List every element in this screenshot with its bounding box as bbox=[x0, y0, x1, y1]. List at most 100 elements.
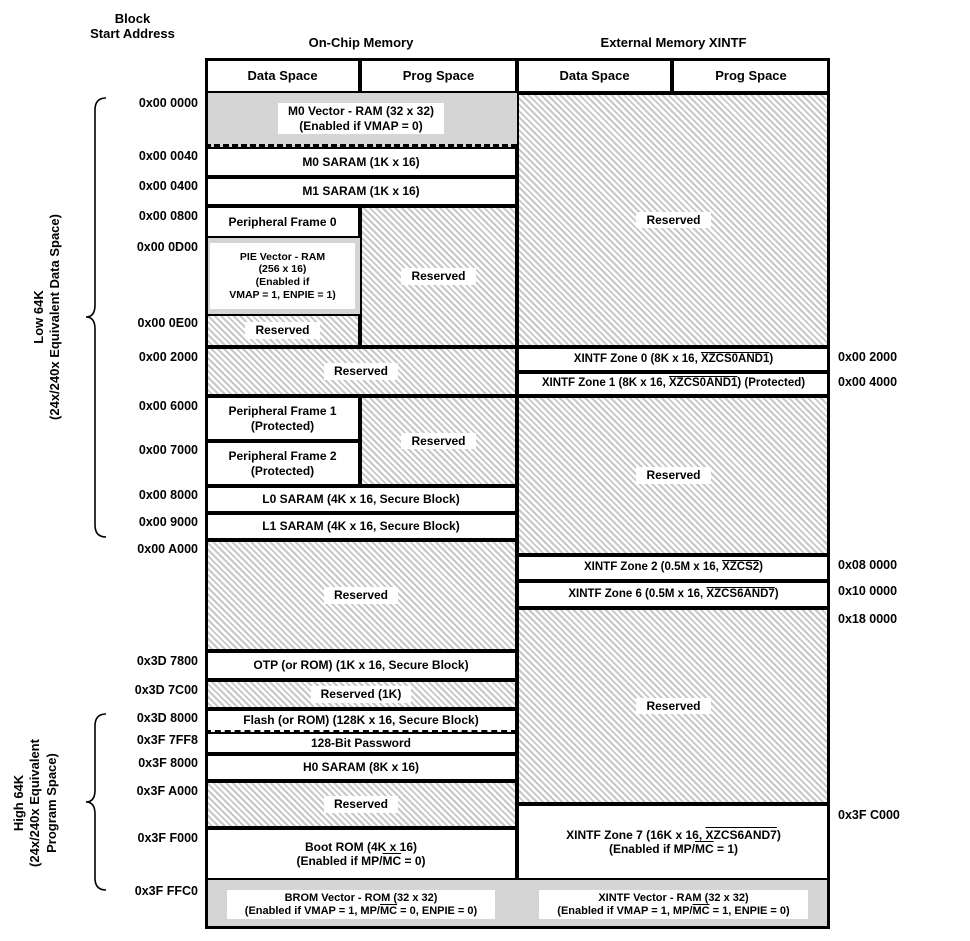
block-text-line: VMAP = 1, ENPIE = 1) bbox=[229, 288, 336, 301]
block-text-line: Reserved bbox=[646, 698, 701, 713]
block-xintf-zone-0: XINTF Zone 0 (8K x 16, XZCS0AND1) bbox=[517, 347, 830, 372]
address-left-0x00-7000: 0x00 7000 bbox=[138, 443, 198, 457]
block-xintf-vector-ram: XINTF Vector - RAM (32 x 32)(Enabled if … bbox=[517, 880, 830, 929]
block-ext-reserved-bot: Reserved bbox=[517, 608, 830, 804]
label-chip: Reserved bbox=[401, 432, 476, 450]
block-text-line: (Protected) bbox=[250, 463, 315, 478]
block-text-line: Reserved bbox=[646, 212, 701, 227]
block-text-line: XINTF Zone 0 (8K x 16, XZCS0AND1) bbox=[573, 352, 774, 365]
block-reserved-2000: Reserved bbox=[205, 347, 517, 396]
address-left-0x00-8000: 0x00 8000 bbox=[138, 488, 198, 502]
block-text-line: Peripheral Frame 1 bbox=[228, 404, 337, 419]
block-text-line: Reserved bbox=[333, 588, 389, 603]
block-text-line: Peripheral Frame 2 bbox=[228, 449, 337, 464]
block-text-line: (Enabled if MP/MC = 0) bbox=[296, 854, 426, 868]
address-left-0x00-2000: 0x00 2000 bbox=[138, 350, 198, 364]
block-text-line: OTP (or ROM) (1K x 16, Secure Block) bbox=[253, 658, 469, 673]
address-left-0x3F-A000: 0x3F A000 bbox=[136, 784, 198, 798]
block-flash-rom: Flash (or ROM) (128K x 16, Secure Block) bbox=[205, 709, 517, 732]
block-m0-saram: M0 SARAM (1K x 16) bbox=[205, 147, 517, 177]
address-right-0x00-4000: 0x00 4000 bbox=[838, 375, 898, 389]
block-reserved-prog-6000: Reserved bbox=[360, 396, 517, 486]
block-text-line: M0 SARAM (1K x 16) bbox=[302, 154, 420, 169]
block-start-address-line2: Start Address bbox=[90, 25, 175, 41]
block-text-line: Reserved bbox=[255, 323, 310, 338]
address-left-0x3F-FFC0: 0x3F FFC0 bbox=[134, 884, 198, 898]
low-64k-brace bbox=[85, 97, 107, 538]
label-chip: Reserved bbox=[323, 587, 399, 604]
block-text-line: XINTF Zone 7 (16K x 16, XZCS6AND7) bbox=[566, 827, 781, 842]
col-header-onchip-prog-space: Prog Space bbox=[360, 58, 517, 93]
block-text-line: Reserved bbox=[333, 797, 389, 812]
block-text-line: H0 SARAM (8K x 16) bbox=[302, 760, 420, 775]
label-chip: Reserved bbox=[636, 467, 711, 484]
block-text-line: BROM Vector - ROM (32 x 32) bbox=[284, 891, 438, 904]
address-left-0x3D-7C00: 0x3D 7C00 bbox=[134, 683, 198, 697]
block-xintf-zone-6: XINTF Zone 6 (0.5M x 16, XZCS6AND7) bbox=[517, 581, 830, 608]
block-text-line: XINTF Zone 6 (0.5M x 16, XZCS6AND7) bbox=[568, 587, 779, 600]
block-text-line: (Enabled if VMAP = 1, MP/MC = 1, ENPIE =… bbox=[557, 904, 790, 917]
address-left-0x00-0000: 0x00 0000 bbox=[138, 96, 198, 110]
block-reserved-3d7c00: Reserved (1K) bbox=[205, 680, 517, 709]
block-ext-reserved-mid: Reserved bbox=[517, 396, 830, 555]
address-left-0x00-9000: 0x00 9000 bbox=[138, 515, 198, 529]
block-text-line: Reserved bbox=[411, 269, 466, 284]
block-text-line: M1 SARAM (1K x 16) bbox=[302, 184, 420, 199]
block-reserved-0e00: Reserved bbox=[205, 314, 360, 347]
address-left-0x00-6000: 0x00 6000 bbox=[138, 399, 198, 413]
block-brom-vector-rom: BROM Vector - ROM (32 x 32)(Enabled if V… bbox=[205, 880, 517, 929]
block-peripheral-frame-0: Peripheral Frame 0 bbox=[205, 206, 360, 238]
block-text-line: L0 SARAM (4K x 16, Secure Block) bbox=[262, 492, 460, 507]
label-chip: Reserved bbox=[245, 322, 320, 339]
label-chip: XINTF Vector - RAM (32 x 32)(Enabled if … bbox=[539, 889, 808, 920]
external-memory-title: External Memory XINTF bbox=[600, 35, 747, 50]
address-left-0x00-A000: 0x00 A000 bbox=[137, 542, 198, 556]
block-text-line: PIE Vector - RAM bbox=[239, 250, 326, 263]
block-ext-reserved-top: Reserved bbox=[517, 93, 830, 347]
label-chip: BROM Vector - ROM (32 x 32)(Enabled if V… bbox=[227, 889, 495, 920]
block-text-line: Reserved bbox=[411, 433, 466, 448]
address-left-0x00-0D00: 0x00 0D00 bbox=[136, 240, 198, 254]
block-text-line: Reserved (1K) bbox=[320, 687, 402, 702]
block-reserved-a000: Reserved bbox=[205, 540, 517, 651]
block-text-line: XINTF Zone 1 (8K x 16, XZCS0AND1) (Prote… bbox=[541, 377, 806, 390]
block-text-line: Reserved bbox=[333, 364, 389, 379]
block-text-line: Flash (or ROM) (128K x 16, Secure Block) bbox=[243, 713, 479, 728]
block-l1-saram: L1 SARAM (4K x 16, Secure Block) bbox=[205, 513, 517, 540]
address-right-0x3F-C000: 0x3F C000 bbox=[838, 808, 900, 822]
address-right-0x18-0000: 0x18 0000 bbox=[838, 612, 898, 626]
label-chip: Reserved bbox=[323, 796, 399, 813]
block-xintf-zone-1: XINTF Zone 1 (8K x 16, XZCS0AND1) (Prote… bbox=[517, 372, 830, 396]
block-l0-saram: L0 SARAM (4K x 16, Secure Block) bbox=[205, 486, 517, 513]
address-left-0x3F-8000: 0x3F 8000 bbox=[138, 756, 198, 770]
block-peripheral-frame-1: Peripheral Frame 1(Protected) bbox=[205, 396, 360, 441]
address-left-0x00-0040: 0x00 0040 bbox=[138, 149, 198, 163]
block-text-line: (Enabled if VMAP = 0) bbox=[299, 118, 423, 133]
block-text-line: XINTF Vector - RAM (32 x 32) bbox=[598, 891, 749, 904]
onchip-memory-title: On-Chip Memory bbox=[308, 35, 414, 50]
address-right-0x10-0000: 0x10 0000 bbox=[838, 584, 898, 598]
block-h0-saram: H0 SARAM (8K x 16) bbox=[205, 754, 517, 781]
address-left-0x3F-F000: 0x3F F000 bbox=[137, 831, 198, 845]
block-text-line: L1 SARAM (4K x 16, Secure Block) bbox=[262, 519, 460, 534]
block-start-address-line1: Block bbox=[114, 11, 151, 26]
label-chip: Reserved (1K) bbox=[310, 686, 412, 703]
address-left-0x3D-7800: 0x3D 7800 bbox=[136, 654, 198, 668]
label-chip: Reserved bbox=[636, 211, 711, 229]
block-text-line: M0 Vector - RAM (32 x 32) bbox=[287, 104, 435, 119]
block-text-line: (Enabled if bbox=[255, 276, 310, 288]
block-text-line: (Protected) bbox=[250, 418, 315, 433]
block-text-line: Boot ROM (4K x 16) bbox=[304, 839, 417, 854]
high-64k-brace bbox=[85, 713, 107, 891]
block-text-line: (Enabled if VMAP = 1, MP/MC = 0, ENPIE =… bbox=[244, 904, 478, 917]
block-xintf-zone-2: XINTF Zone 2 (0.5M x 16, XZCS2) bbox=[517, 555, 830, 581]
block-reserved-3fa000: Reserved bbox=[205, 781, 517, 828]
block-text-line: (256 x 16) bbox=[258, 263, 307, 276]
address-right-0x08-0000: 0x08 0000 bbox=[838, 558, 898, 572]
block-text-line: (Enabled if MP/MC = 1) bbox=[608, 842, 739, 856]
label-chip: Reserved bbox=[323, 363, 399, 380]
